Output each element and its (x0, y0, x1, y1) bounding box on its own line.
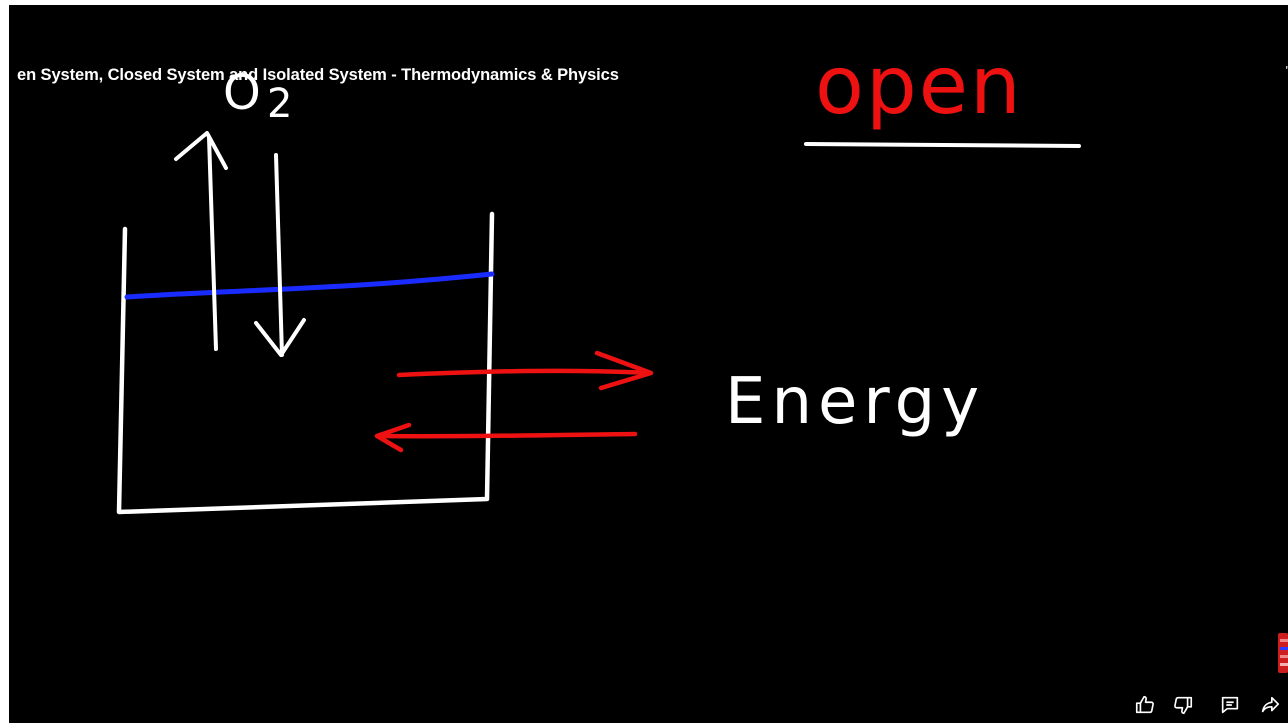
water-line (124, 271, 495, 300)
video-title[interactable]: en System, Closed System and Isolated Sy… (17, 66, 619, 84)
heading-open: open (815, 39, 1023, 132)
o2-letter: O (223, 65, 261, 121)
whiteboard-canvas: open O 2 Energy (116, 39, 1081, 515)
energy-in-arrow (374, 422, 638, 453)
down-arrow (254, 153, 306, 357)
thumbnail-preview[interactable] (1278, 633, 1288, 673)
heading-underline (804, 142, 1081, 148)
thumb-up-icon[interactable] (1131, 691, 1159, 719)
comment-icon[interactable] (1216, 691, 1244, 719)
energy-label: Energy (725, 365, 985, 439)
up-arrow (174, 131, 228, 351)
o2-subscript: 2 (267, 81, 292, 127)
energy-out-arrow (396, 350, 654, 391)
overlay-mark-icon: ' (1285, 63, 1288, 78)
share-icon[interactable] (1256, 691, 1284, 719)
container-outline (116, 211, 495, 515)
video-player[interactable]: open O 2 Energy en System, Closed System… (9, 5, 1288, 723)
thumb-down-icon[interactable] (1169, 691, 1197, 719)
action-bar (1128, 687, 1288, 723)
